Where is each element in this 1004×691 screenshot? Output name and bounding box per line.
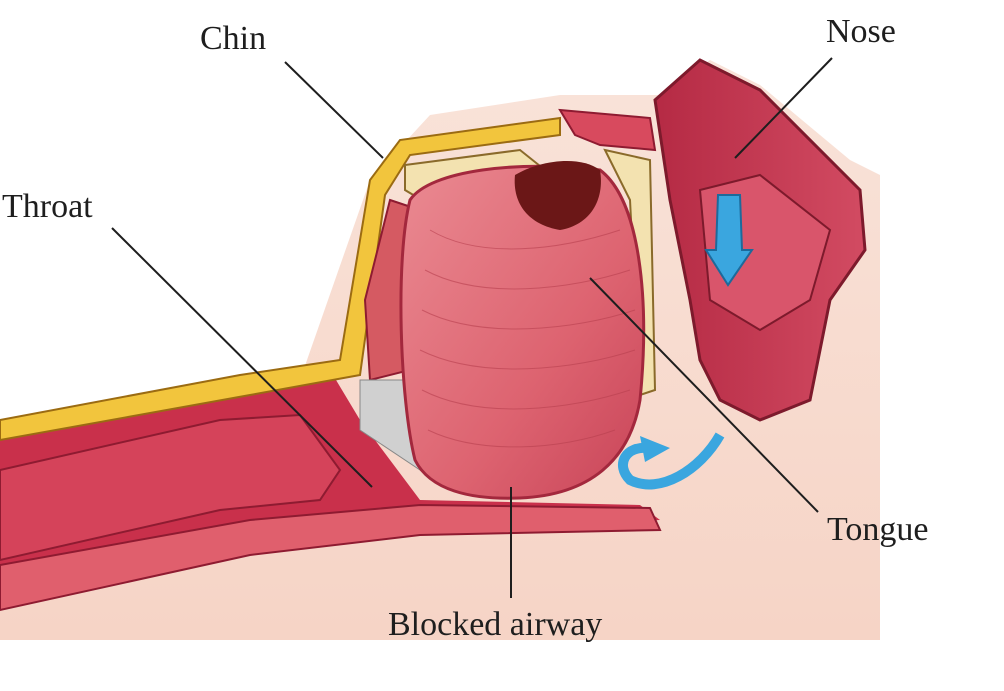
palate [558, 108, 657, 152]
trachea-lower [0, 503, 662, 612]
esophagus [0, 413, 342, 562]
tongue-fibers [419, 229, 636, 448]
leader-line-chin [284, 61, 384, 159]
airflow-arrowhead-throat [640, 436, 670, 462]
label-chin: Chin [200, 20, 267, 57]
label-nose: Nose [826, 13, 896, 50]
fat-layer [0, 116, 561, 442]
leader-line-throat [111, 227, 373, 488]
tongue-shape [399, 164, 646, 500]
leader-line-tongue [589, 277, 819, 513]
label-blocked-airway: Blocked airway [388, 606, 603, 643]
airflow-arrow-nose [704, 194, 754, 287]
leader-line-nose [734, 57, 833, 159]
leader-lines [111, 57, 833, 598]
mouth-cavity [514, 160, 601, 230]
airflow-arrow-throat [617, 432, 725, 490]
label-tongue: Tongue [827, 511, 929, 548]
label-throat: Throat [2, 188, 93, 225]
